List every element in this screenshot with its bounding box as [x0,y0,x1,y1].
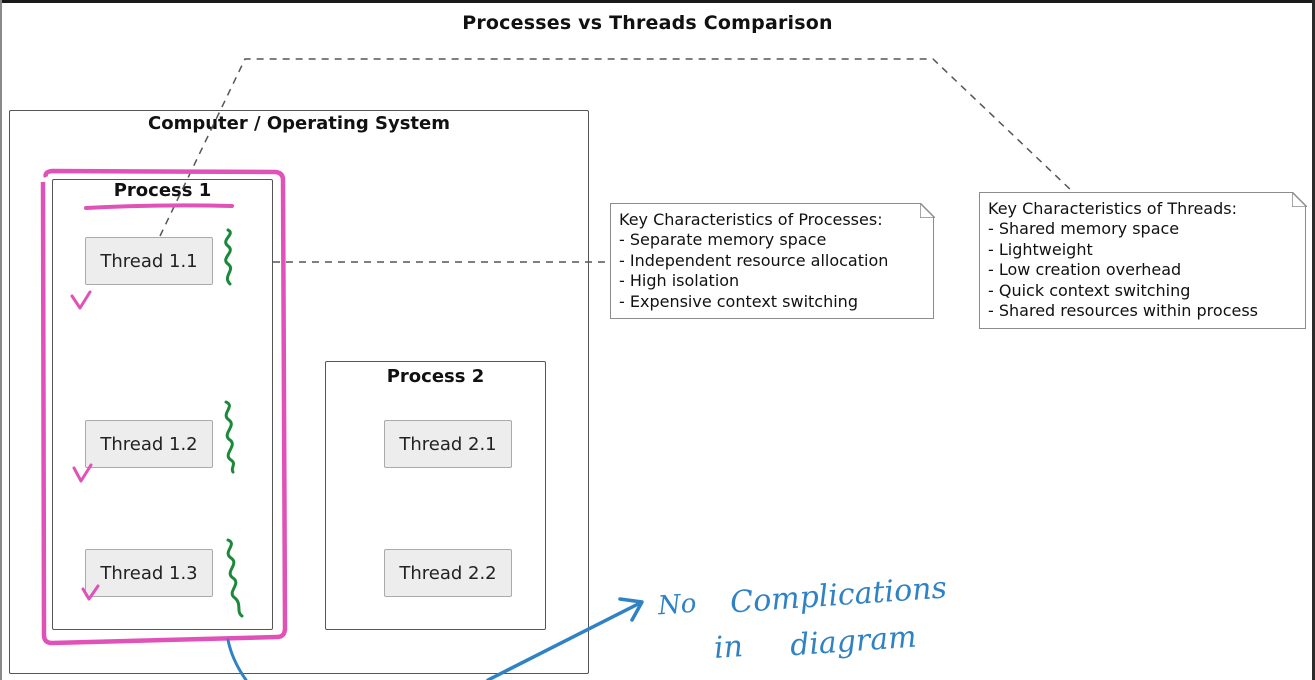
thread-note-item: Lightweight [988,240,1297,260]
thread-note-item: Quick context switching [988,281,1297,301]
process-note-item: Independent resource allocation [619,251,925,271]
thread-note-connector [159,58,1074,237]
annotation-arrowhead-icon [618,597,644,622]
thread-note-item: Shared resources within process [988,301,1297,321]
process-note-item: Separate memory space [619,230,925,250]
diagram-title: Processes vs Threads Comparison [462,12,833,34]
process-note-list: Separate memory space Independent resour… [619,230,925,312]
process-1-title: Process 1 [113,180,212,201]
top-border [0,0,1315,3]
process-1-highlight [40,168,288,646]
thread-2-1: Thread 2.1 [384,420,512,468]
check-mark-thread-1-2 [72,463,93,483]
check-mark-thread-1-3 [81,584,100,601]
right-border [1312,0,1315,680]
note-fold-icon [1291,191,1307,207]
thread-note-list: Shared memory space Lightweight Low crea… [988,219,1297,321]
thread-1-1: Thread 1.1 [85,237,213,285]
thread-2-2: Thread 2.2 [384,549,512,597]
process-1-underline [84,203,234,210]
operating-system-title: Computer / Operating System [148,113,450,134]
check-mark-thread-1-1 [70,290,92,310]
thread-1-3: Thread 1.3 [85,549,213,597]
thread-squiggle-3 [226,538,244,618]
left-border [0,0,2,680]
process-characteristics-note: Key Characteristics of Processes: Separa… [610,202,935,319]
thread-squiggle-1 [224,228,233,286]
note-fold-icon [919,202,935,218]
process-note-item: Expensive context switching [619,292,925,312]
process-2-title: Process 2 [386,366,485,387]
thread-note-item: Shared memory space [988,219,1297,239]
annotation-arrow-shaft [486,601,642,680]
annotation-arrow [226,638,248,680]
thread-note-item: Low creation overhead [988,260,1297,280]
handwriting-word: No [657,588,698,622]
process-note-heading: Key Characteristics of Processes: [619,210,883,229]
thread-note-heading: Key Characteristics of Threads: [988,199,1237,218]
process-note-item: High isolation [619,271,925,291]
handwriting-word: in [712,629,745,666]
thread-characteristics-note: Key Characteristics of Threads: Shared m… [979,191,1307,329]
thread-1-2: Thread 1.2 [85,420,213,468]
thread-squiggle-2 [224,400,235,474]
